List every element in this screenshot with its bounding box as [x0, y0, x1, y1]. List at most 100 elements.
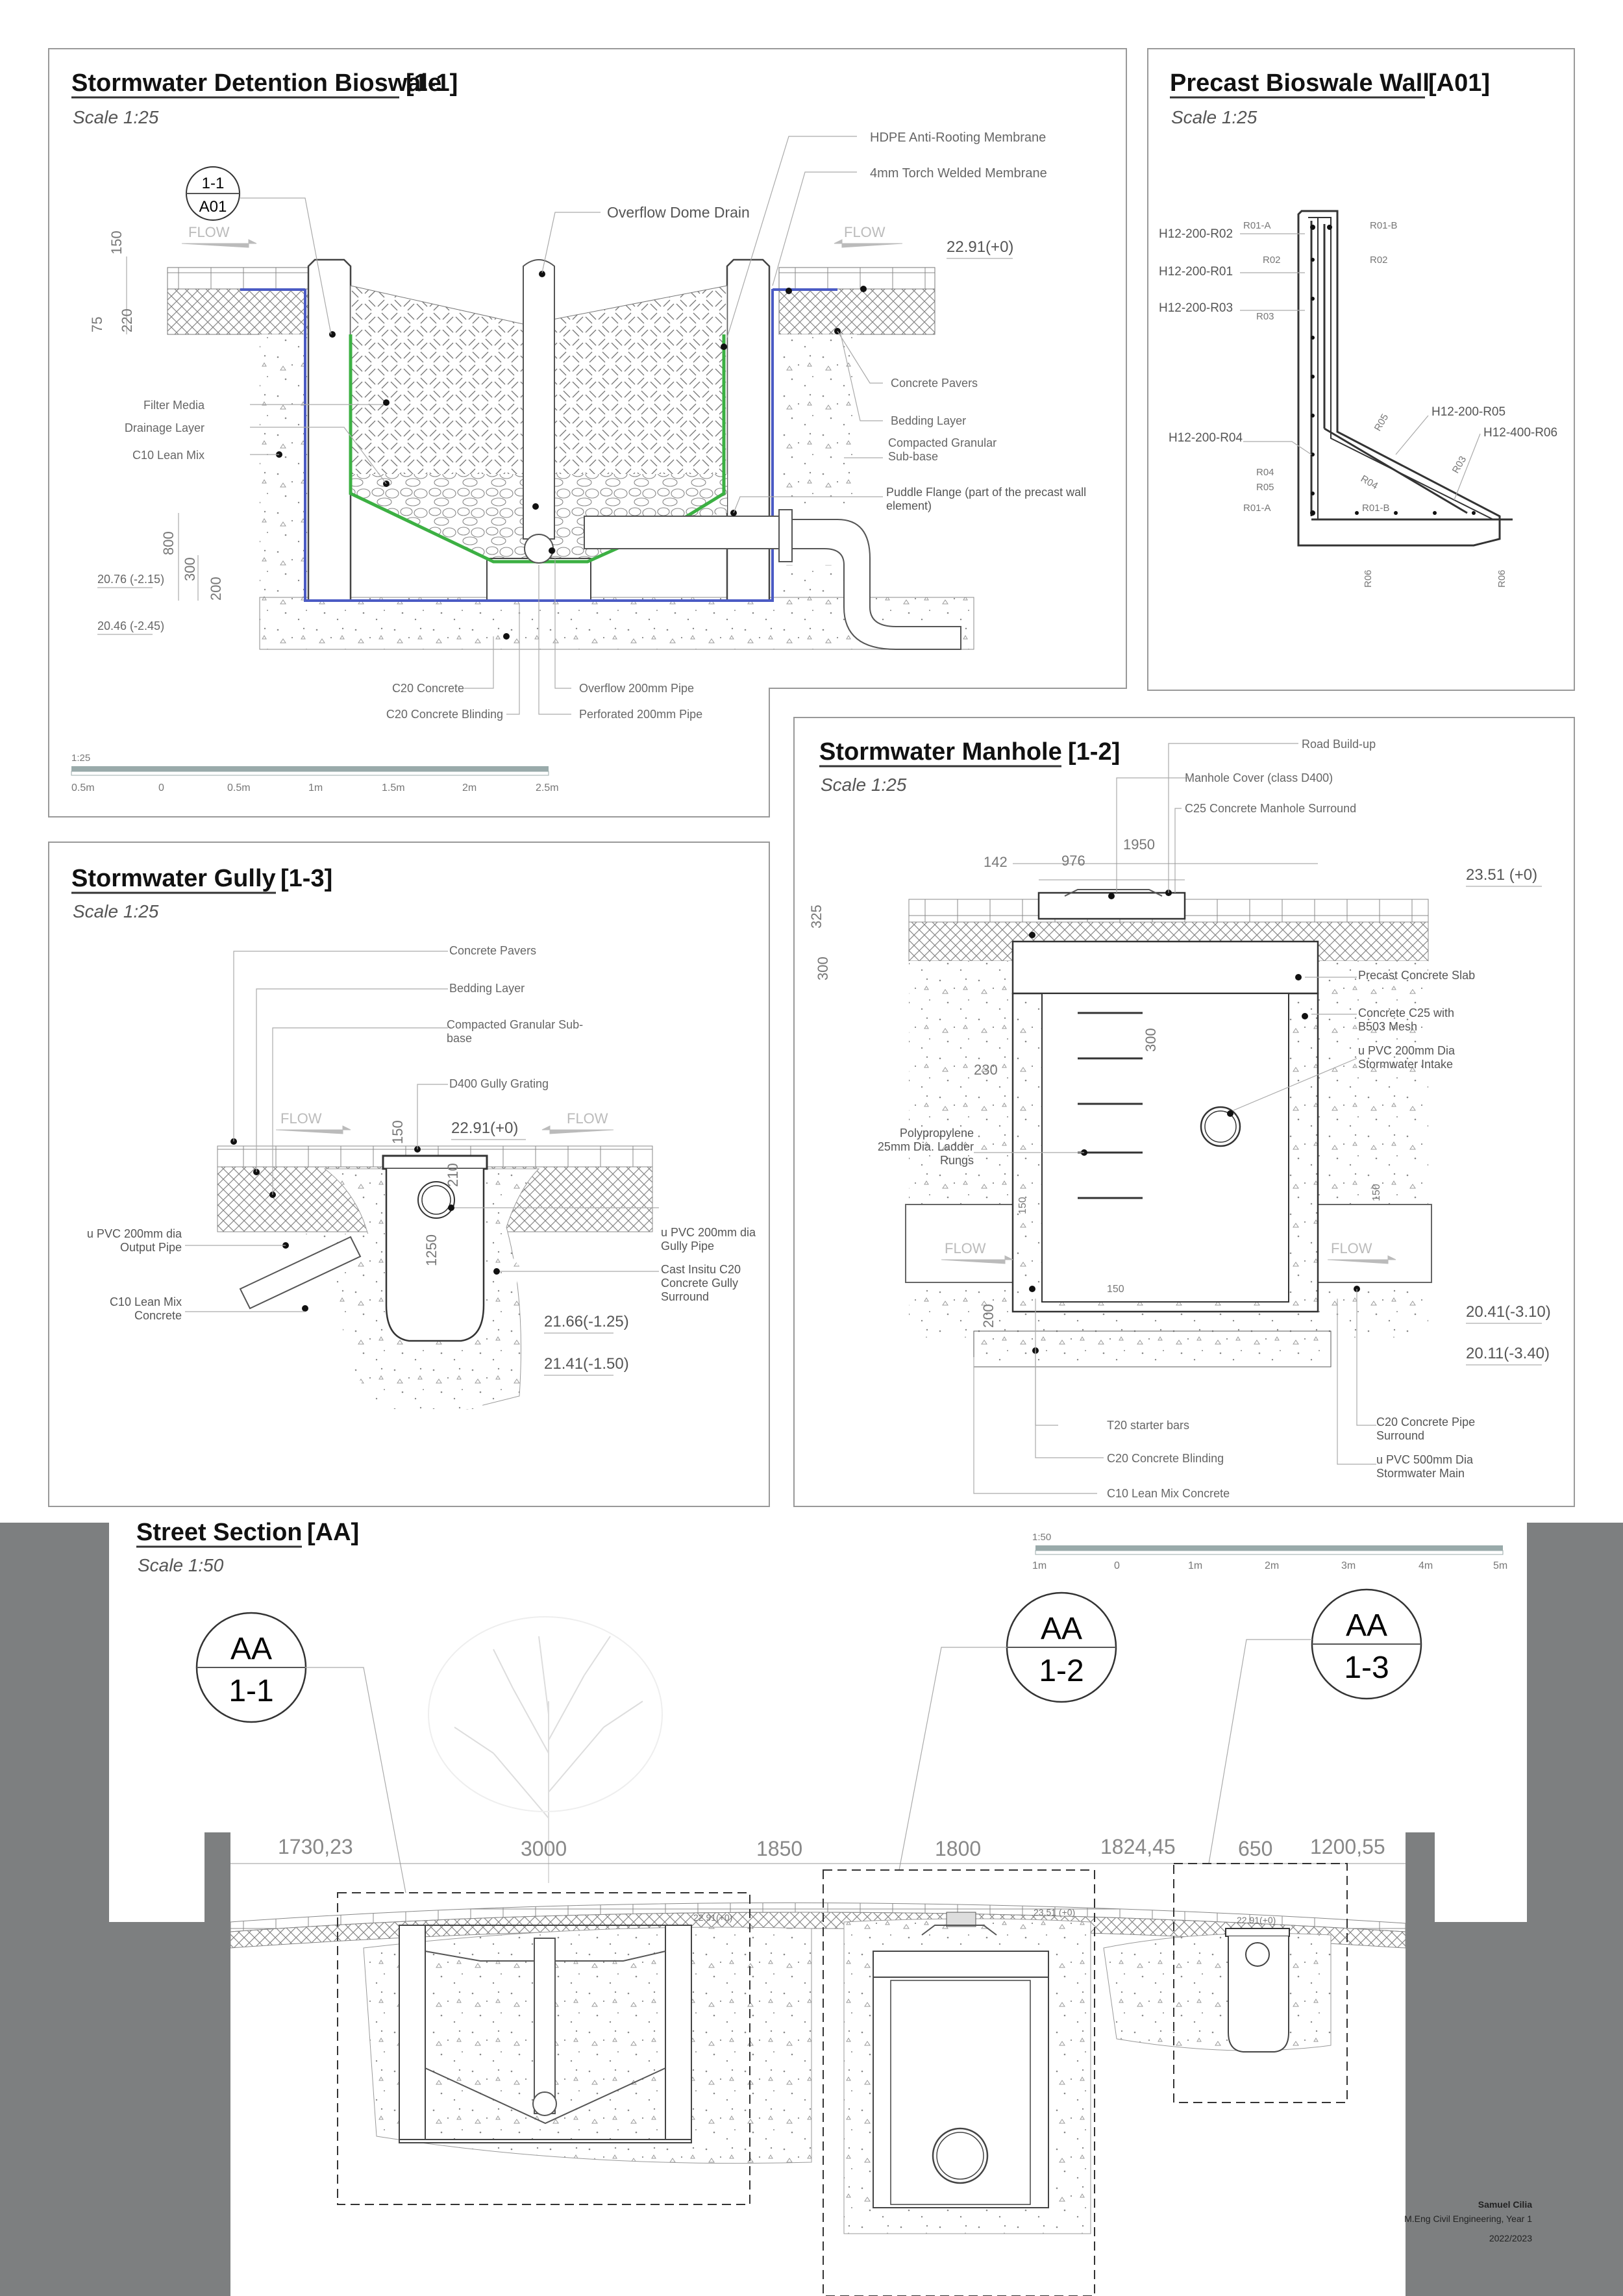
label-lean-mix: C10 Lean Mix	[132, 449, 204, 462]
street-tag-3: AA 1-3	[1311, 1588, 1422, 1700]
label-road-buildup: Road Build-up	[1302, 738, 1376, 751]
street-ref: [AA]	[307, 1519, 359, 1546]
section-tag-top: 1-1	[202, 175, 225, 192]
svg-text:R01-A: R01-A	[1243, 220, 1271, 231]
label-t20-starter: T20 starter bars	[1107, 1419, 1189, 1432]
svg-text:3m: 3m	[1341, 1560, 1356, 1571]
svg-text:AA: AA	[1041, 1612, 1082, 1646]
label-gully-pipe: u PVC 200mm dia Gully Pipe	[661, 1226, 756, 1253]
svg-text:1950: 1950	[1123, 836, 1155, 853]
street-gully-box	[1173, 1863, 1348, 2103]
svg-text:220: 220	[119, 308, 135, 332]
manhole-title: Stormwater Manhole	[819, 738, 1062, 766]
level-bottom: 20.46 (-2.45)	[97, 619, 164, 632]
panel-precast-wall: Precast Bioswale Wall [A01] Scale 1:25 H…	[1147, 48, 1575, 691]
label-overflow-dome: Overflow Dome Drain	[607, 204, 750, 221]
credit-course: M.Eng Civil Engineering, Year 1	[1404, 2214, 1532, 2224]
label-rungs: Polypropylene 25mm Dia. Ladder Rungs	[877, 1127, 974, 1167]
label-intake: u PVC 200mm Dia Stormwater Intake	[1358, 1044, 1456, 1071]
svg-text:1-2: 1-2	[1039, 1654, 1084, 1688]
rebar-dots	[1310, 225, 1476, 516]
svg-text:R01-B: R01-B	[1370, 220, 1398, 231]
gully-ref: [1-3]	[280, 865, 332, 892]
label-h12-r03: H12-200-R03	[1159, 301, 1233, 315]
svg-text:150: 150	[1107, 1284, 1124, 1295]
svg-text:AA: AA	[1346, 1608, 1387, 1643]
svg-text:1200,55: 1200,55	[1310, 1835, 1385, 1858]
svg-text:300: 300	[1143, 1028, 1159, 1052]
label-gully-surround: Cast Insitu C20 Concrete Gully Surround	[661, 1263, 741, 1303]
gully-title: Stormwater Gully	[71, 865, 276, 892]
panel-gully: Stormwater Gully [1-3] Scale 1:25 Concre…	[48, 842, 770, 1507]
street-scale: Scale 1:50	[138, 1555, 224, 1575]
section-tag-bottom: A01	[199, 198, 227, 216]
label-gully-subbase: Compacted Granular Sub-base	[447, 1018, 584, 1045]
svg-text:300: 300	[815, 956, 831, 980]
manhole-flow-left: FLOW	[945, 1240, 986, 1256]
credit-name: Samuel Cilia	[1478, 2199, 1532, 2210]
flow-left-arrow	[181, 239, 257, 248]
svg-text:0.5m: 0.5m	[227, 782, 251, 793]
bioswale-scale: Scale 1:25	[73, 107, 159, 127]
flow-right-label: FLOW	[844, 224, 886, 240]
label-h12-r01: H12-200-R01	[1159, 265, 1233, 279]
svg-text:150: 150	[1017, 1197, 1028, 1214]
svg-text:142: 142	[984, 854, 1008, 870]
street-title: Street Section	[136, 1519, 303, 1546]
tree-sketch	[428, 1616, 663, 1883]
svg-text:3000: 3000	[521, 1837, 567, 1860]
bioswale-title: Stormwater Detention Bioswale	[71, 69, 441, 97]
svg-text:4m: 4m	[1419, 1560, 1433, 1571]
label-h12-r05: H12-200-R05	[1431, 405, 1505, 419]
gully-scale: Scale 1:25	[73, 901, 159, 921]
label-c20-concrete: C20 Concrete	[392, 682, 464, 695]
panel-street-section: Street Section [AA] Scale 1:50 1:50 1m 0…	[0, 1519, 1623, 2296]
bioswale-dimensions: 150 75 220 800 300 200	[89, 231, 224, 601]
svg-text:1-3: 1-3	[1344, 1651, 1389, 1685]
svg-text:1-1: 1-1	[229, 1674, 273, 1708]
label-manhole-lean: C10 Lean Mix Concrete	[1107, 1487, 1230, 1500]
manhole-scale: Scale 1:25	[821, 775, 907, 795]
manhole-level-top: 23.51 (+0)	[1466, 866, 1537, 884]
svg-text:230: 230	[974, 1062, 998, 1078]
level-mid: 20.76 (-2.15)	[97, 573, 164, 586]
bioswale-right-wall	[726, 258, 771, 602]
wall-ref: [A01]	[1428, 69, 1490, 97]
svg-text:150: 150	[390, 1120, 406, 1144]
manhole-ref: [1-2]	[1068, 738, 1120, 766]
gully-body	[385, 1169, 485, 1342]
svg-text:150: 150	[108, 231, 125, 255]
label-gully-bedding: Bedding Layer	[449, 982, 525, 995]
svg-text:200: 200	[208, 577, 224, 601]
label-drainage-layer: Drainage Layer	[125, 421, 204, 434]
svg-text:1m: 1m	[308, 782, 323, 793]
bioswale-left-wall	[307, 258, 352, 602]
label-perforated-pipe: Perforated 200mm Pipe	[579, 708, 702, 721]
svg-text:75: 75	[89, 317, 105, 332]
gully-flow-left: FLOW	[280, 1110, 322, 1127]
gully-level-bottom: 21.41(-1.50)	[544, 1355, 629, 1373]
street-dimensions: 1730,23 3000 1850 1800 1824,45 650 1200,…	[230, 1835, 1406, 1864]
svg-text:1m: 1m	[1032, 1560, 1047, 1571]
svg-text:1m: 1m	[1188, 1560, 1202, 1571]
svg-text:R02: R02	[1370, 255, 1388, 266]
label-output-pipe: u PVC 200mm dia Output Pipe	[86, 1227, 182, 1254]
level-top: 22.91(+0)	[947, 238, 1013, 256]
svg-text:1250: 1250	[423, 1234, 440, 1266]
label-manhole-cover: Manhole Cover (class D400)	[1185, 771, 1333, 784]
label-filter-media: Filter Media	[143, 399, 205, 412]
label-torch-membrane: 4mm Torch Welded Membrane	[870, 166, 1047, 181]
panel-bioswale: Stormwater Detention Bioswale [1-1] Scal…	[48, 48, 1127, 817]
credit-year: 2022/2023	[1489, 2233, 1532, 2243]
svg-text:R01-A: R01-A	[1243, 503, 1271, 514]
svg-text:1:50: 1:50	[1032, 1532, 1051, 1543]
label-h12-r02: H12-200-R02	[1159, 227, 1233, 241]
panel-manhole: Stormwater Manhole [1-2] Scale 1:25	[793, 717, 1575, 1507]
output-pipe	[239, 1236, 362, 1310]
svg-text:1824,45: 1824,45	[1100, 1835, 1176, 1858]
wall-title: Precast Bioswale Wall	[1170, 69, 1430, 97]
svg-text:R02: R02	[1263, 255, 1281, 266]
svg-text:1730,23: 1730,23	[278, 1835, 353, 1858]
svg-text:210: 210	[445, 1163, 461, 1187]
label-gully-lean: C10 Lean Mix Concrete	[109, 1295, 182, 1322]
